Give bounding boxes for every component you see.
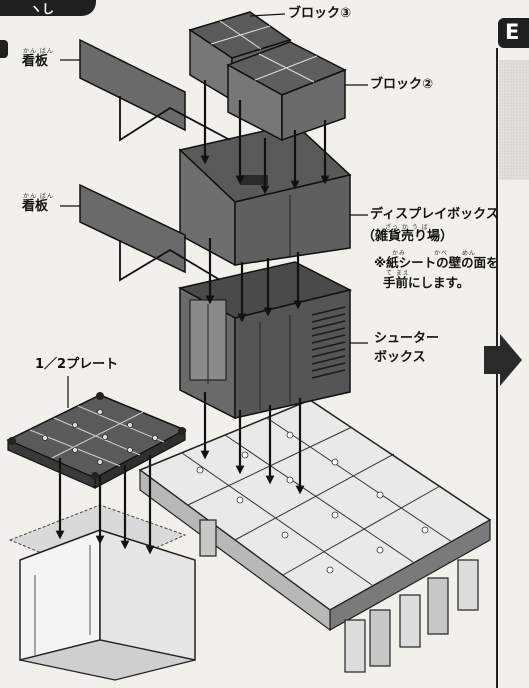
label-block-3: ブロック③ xyxy=(288,6,352,21)
corner-banner-text: ヽし xyxy=(30,2,55,16)
half-plate xyxy=(6,392,187,489)
corner-banner xyxy=(0,0,96,16)
block-2 xyxy=(226,41,347,142)
ruby-display-sub: ざっ か う ば xyxy=(385,224,429,231)
signboard-mid xyxy=(79,183,221,282)
panel-tab xyxy=(498,18,529,48)
display-arrows xyxy=(205,238,303,323)
label-display-box: ディスプレイボックス xyxy=(370,207,499,222)
panel-letter: E xyxy=(505,20,520,44)
label-shooter-box-line2: ボックス xyxy=(374,350,426,365)
label-note-line1: ※紙シートの壁の面を xyxy=(374,255,499,270)
ruby-note-1: かみ かべ めん xyxy=(392,250,477,257)
next-step-arrow xyxy=(484,334,522,386)
label-shooter-box-line1: シューター xyxy=(374,331,440,346)
block-arrows xyxy=(200,80,330,195)
ruby-kanban-mid: かん ばん xyxy=(23,193,54,200)
half-plate-arrows xyxy=(55,455,155,555)
right-panel-texture xyxy=(499,60,529,180)
ruby-note-2: て まえ xyxy=(386,270,410,277)
label-kanban-mid: 看板 xyxy=(22,199,49,214)
label-display-sub: （雑貨売り場） xyxy=(362,229,454,244)
open-box-left xyxy=(8,504,196,681)
ruby-kanban-top: かん ばん xyxy=(23,48,54,55)
signboard-top xyxy=(79,38,231,142)
previous-step-marker xyxy=(0,40,8,58)
label-note-line2: 手前にします。 xyxy=(383,275,470,290)
shooter-arrows xyxy=(200,392,305,495)
floor-base-large xyxy=(138,399,492,673)
label-kanban-top: 看板 xyxy=(22,54,49,69)
label-half-plate: 1／2プレート xyxy=(35,357,119,372)
shooter-box xyxy=(177,261,353,420)
label-block-2: ブロック② xyxy=(370,77,434,92)
leader-lines xyxy=(60,13,368,408)
